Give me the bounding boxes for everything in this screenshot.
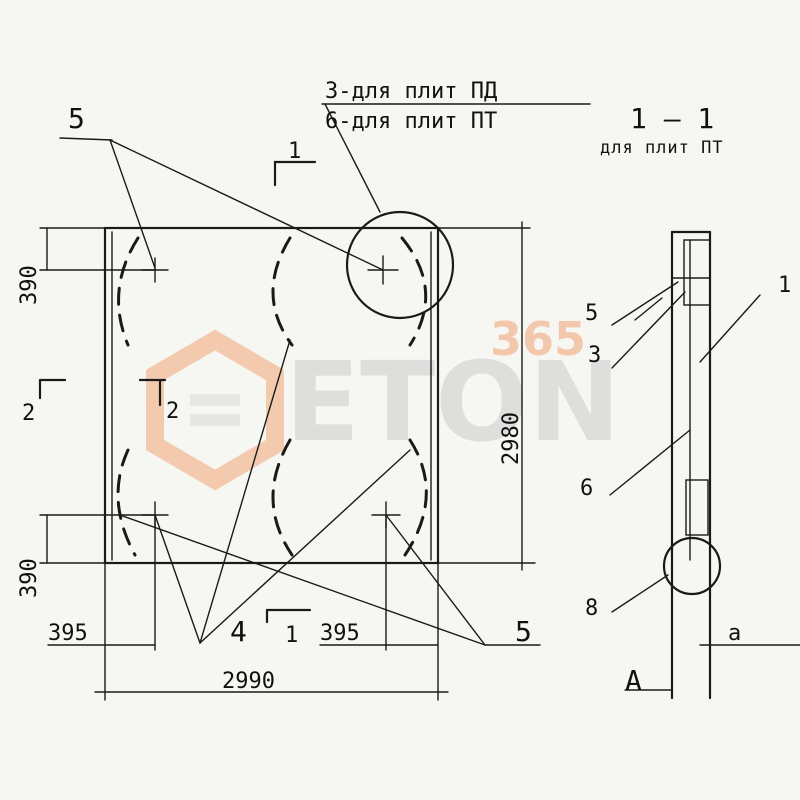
dim-2980: 2980 — [499, 412, 524, 465]
note-pd: 3-для плит ПД — [325, 79, 497, 104]
watermark-logo-icon — [146, 329, 284, 491]
dim-a: a — [728, 621, 741, 646]
labels: 5 3-для плит ПД 6-для плит ПТ 1 — 1 для … — [17, 79, 791, 697]
dim-395-right: 395 — [320, 621, 360, 646]
rebar-curve-bm — [271, 438, 294, 557]
dimension-lines — [39, 221, 536, 701]
callout-1-side: 1 — [778, 273, 791, 298]
cut-2-right: 2 — [166, 399, 179, 424]
dim-2990: 2990 — [222, 669, 275, 694]
callout-5-top: 5 — [68, 102, 85, 135]
callout-5-bottom: 5 — [515, 615, 532, 648]
rebar-curve-tr — [400, 236, 428, 347]
dim-395-left: 395 — [48, 621, 88, 646]
section-view — [609, 230, 800, 700]
cut-1-top: 1 — [288, 139, 301, 164]
rebar-curve-br — [403, 438, 428, 557]
slab-outline — [103, 226, 440, 565]
dim-390-top: 390 — [17, 265, 42, 305]
callout-8-side: 8 — [585, 596, 598, 621]
watermark-brand: ETON — [285, 338, 621, 466]
cut-1-bottom: 1 — [285, 623, 298, 648]
dim-390-bottom: 390 — [17, 558, 42, 598]
section-bottom-insert — [685, 479, 709, 536]
callout-5-side: 5 — [585, 301, 598, 326]
section-cut-markers — [38, 160, 317, 624]
section-top-insert — [683, 239, 711, 306]
detail-circle-8 — [662, 536, 722, 596]
leader-lines — [59, 103, 591, 646]
callout-4: 4 — [230, 615, 247, 648]
detail-circle — [345, 210, 455, 320]
slab-plan — [103, 210, 455, 565]
cut-2-left: 2 — [22, 401, 35, 426]
callout-6-side: 6 — [580, 476, 593, 501]
rebar-curve-bl — [116, 448, 137, 557]
note-pt: 6-для плит ПТ — [325, 109, 497, 134]
watermark: ETON 365 — [146, 312, 621, 491]
section-subtitle: для плит ПТ — [600, 138, 724, 158]
rebar-curve-tm — [271, 236, 294, 347]
rebar-curve-tl — [117, 236, 140, 347]
watermark-number: 365 — [490, 312, 586, 366]
section-title: 1 — 1 — [630, 102, 714, 135]
callout-3-side: 3 — [588, 343, 601, 368]
view-a: А — [625, 664, 642, 697]
